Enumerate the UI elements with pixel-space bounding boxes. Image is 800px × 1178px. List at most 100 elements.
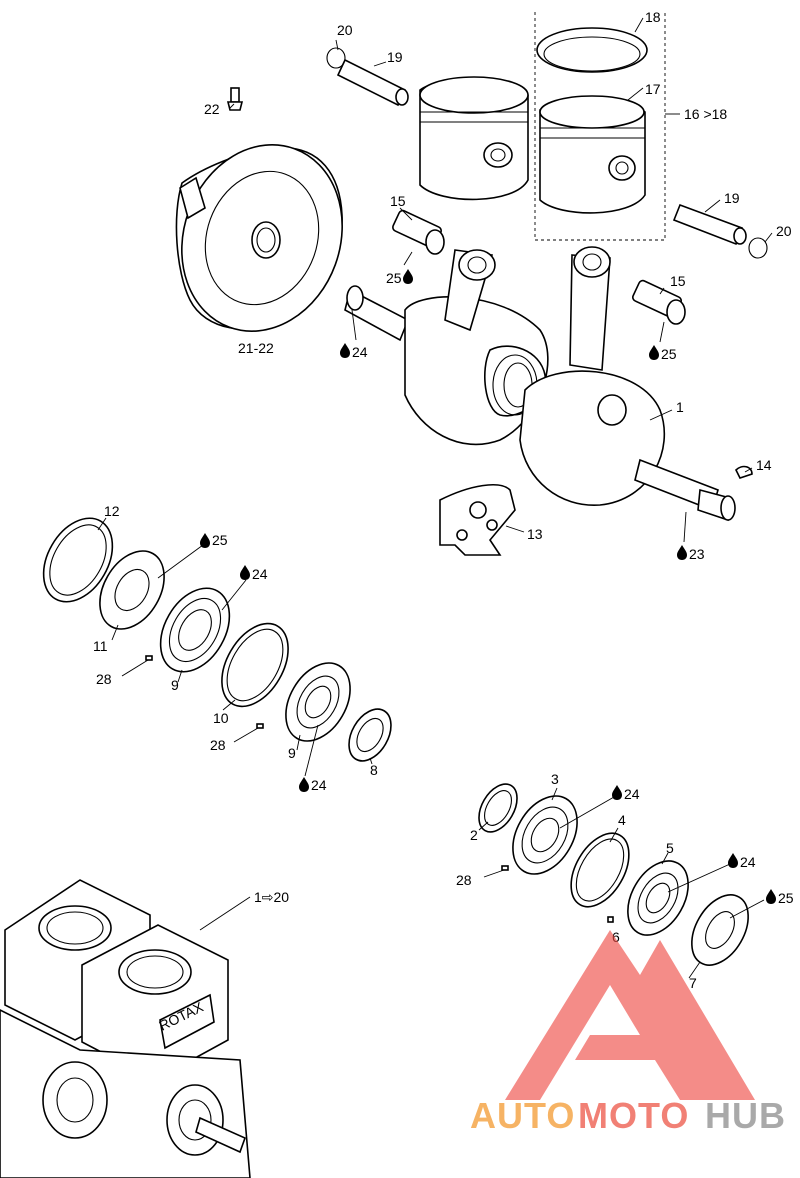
callout-21-22: 21-22 — [238, 340, 274, 356]
shim-8-part — [348, 708, 392, 762]
lube-24b: 24 — [240, 565, 268, 582]
oil-seal-7-part — [691, 894, 749, 966]
oversize-piston-part — [539, 95, 646, 214]
callout-28b: 28 — [210, 737, 226, 753]
leader-lines — [97, 17, 773, 979]
lube-25d: 25 — [766, 889, 794, 906]
callout-9b: 9 — [288, 745, 296, 761]
callout-12: 12 — [104, 503, 120, 519]
shim-2-part — [478, 783, 518, 833]
woodruff-key-part — [735, 465, 753, 479]
lube-25a: 25 — [386, 269, 413, 286]
drop-icon — [649, 345, 659, 360]
callout-4: 4 — [618, 812, 626, 828]
oil-seal-11-part — [99, 550, 165, 630]
callout-9a: 9 — [171, 677, 179, 693]
svg-text:25: 25 — [661, 346, 677, 362]
lube-24a: 24 — [340, 343, 368, 360]
callout-20a: 20 — [337, 22, 353, 38]
ball-bearing-5-part — [627, 860, 689, 936]
shim-12-part — [42, 517, 114, 603]
watermark-moto: MOTO — [578, 1095, 689, 1136]
needle-bearing-right — [632, 279, 686, 325]
drop-icon — [677, 545, 687, 560]
callout-28a: 28 — [96, 671, 112, 687]
svg-text:25: 25 — [386, 270, 402, 286]
lube-25b: 25 — [649, 345, 677, 362]
watermark-logo: AUTO MOTO HUB — [470, 930, 786, 1136]
callout-18: 18 — [645, 9, 661, 25]
svg-text:23: 23 — [689, 546, 705, 562]
grease-fitting-part — [226, 87, 244, 111]
callout-1: 1 — [676, 399, 684, 415]
piston-kit-box — [534, 12, 680, 241]
dowel-pin-6 — [607, 916, 614, 923]
lube-24e: 24 — [728, 853, 756, 870]
dowel-pin-28a — [145, 655, 153, 661]
callout-1-20: 1⇨20 — [254, 889, 289, 905]
svg-text:24: 24 — [352, 344, 368, 360]
drop-icon — [728, 853, 738, 868]
callout-14: 14 — [756, 457, 772, 473]
callout-11: 11 — [93, 638, 108, 654]
piston-ring-part — [536, 27, 648, 73]
lubricant-labels: 25 24 25 23 25 24 24 24 — [200, 269, 794, 906]
watermark-triangle-icon — [505, 930, 755, 1100]
callout-13: 13 — [527, 526, 543, 542]
drop-icon — [612, 785, 622, 800]
callout-22: 22 — [204, 101, 220, 117]
flywheel-part — [175, 144, 343, 332]
callout-17: 17 — [645, 81, 661, 97]
ring-10-part — [221, 622, 289, 708]
callout-15b: 15 — [670, 273, 686, 289]
crankshaft-part — [344, 246, 736, 522]
drop-icon — [340, 343, 350, 358]
drop-icon — [403, 269, 413, 284]
callout-7: 7 — [689, 975, 697, 991]
dowel-pin-28b — [256, 723, 264, 729]
callout-28c: 28 — [456, 872, 472, 888]
callout-2: 2 — [470, 827, 478, 843]
ring-4-part — [570, 832, 630, 908]
needle-bearing-top — [392, 209, 445, 255]
callout-8: 8 — [370, 762, 378, 778]
drop-icon — [766, 889, 776, 904]
svg-text:24: 24 — [624, 786, 640, 802]
lube-25c: 25 — [200, 532, 228, 548]
circlip-top-left — [326, 47, 346, 69]
svg-text:24: 24 — [740, 854, 756, 870]
svg-text:24: 24 — [252, 566, 268, 582]
wrist-pin-right — [672, 203, 747, 246]
callout-19b: 19 — [724, 190, 740, 206]
wrist-pin-top-left — [336, 58, 409, 107]
callout-6: 6 — [612, 929, 620, 945]
callout-3: 3 — [551, 771, 559, 787]
watermark-auto: AUTO — [470, 1095, 575, 1136]
callout-5: 5 — [666, 840, 674, 856]
lube-24c: 24 — [299, 777, 327, 793]
engine-assembly-part — [0, 879, 251, 1178]
svg-text:25: 25 — [212, 532, 228, 548]
circlip-right — [748, 237, 768, 259]
svg-text:24: 24 — [311, 777, 327, 793]
ball-bearing-9a-part — [159, 587, 231, 673]
piston-part — [419, 76, 529, 201]
callout-16-18: 16 >18 — [684, 106, 727, 122]
callout-10: 10 — [213, 710, 229, 726]
callout-20b: 20 — [776, 223, 792, 239]
lube-23: 23 — [677, 545, 705, 562]
distance-ring-part — [439, 484, 516, 556]
callout-19a: 19 — [387, 49, 403, 65]
drop-icon — [240, 565, 250, 580]
ball-bearing-3-part — [512, 795, 578, 875]
callout-15a: 15 — [390, 193, 406, 209]
drop-icon — [299, 777, 309, 792]
callout-labels: 20 19 22 18 17 16 >18 19 20 15 15 21-22 … — [93, 9, 792, 991]
lube-24d: 24 — [612, 785, 640, 802]
watermark-hub: HUB — [705, 1095, 786, 1136]
ball-bearing-9b-part — [285, 662, 351, 742]
dowel-pin-28c — [501, 865, 509, 871]
drop-icon — [200, 533, 210, 548]
svg-text:25: 25 — [778, 890, 794, 906]
